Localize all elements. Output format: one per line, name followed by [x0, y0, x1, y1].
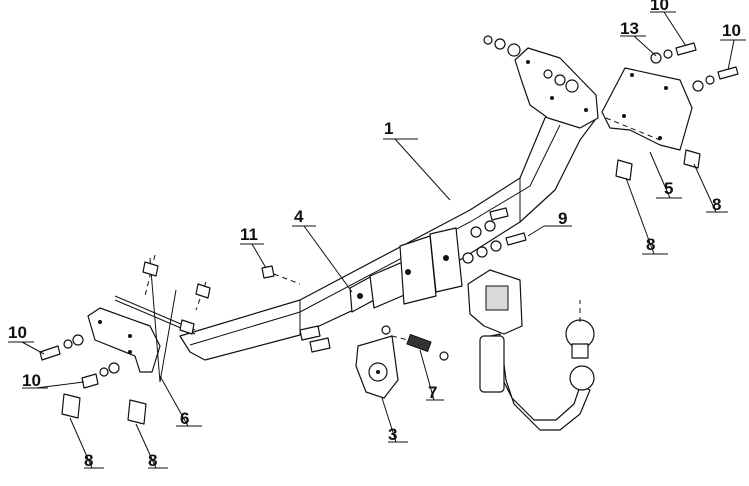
callout-10-left-a: 10 [8, 323, 27, 342]
callout-8-right-b: 8 [712, 195, 721, 214]
callout-6: 6 [180, 409, 189, 428]
callout-1: 1 [384, 119, 393, 138]
callout-8-right-a: 8 [646, 235, 655, 254]
callout-3: 3 [388, 425, 397, 444]
callout-10-right-b: 10 [722, 21, 741, 40]
socket-plate-part-3 [355, 335, 399, 399]
callout-labels: 1 3 4 5 6 7 8 8 8 8 9 10 10 10 10 11 13 [8, 0, 741, 470]
left-bracket-part-6 [87, 254, 211, 383]
right-bracket-part-5 [601, 67, 693, 151]
callout-5: 5 [664, 179, 673, 198]
callout-4: 4 [294, 207, 304, 226]
leader-lines [8, 11, 746, 469]
callout-9: 9 [558, 209, 567, 228]
centre-mount-part-4 [349, 227, 463, 313]
callout-10-right-a: 10 [650, 0, 669, 14]
callout-10-left-b: 10 [22, 371, 41, 390]
ball-neck [479, 300, 595, 431]
callout-8-left-b: 8 [148, 451, 157, 470]
callout-7: 7 [428, 383, 437, 402]
callout-11: 11 [240, 225, 258, 244]
callout-8-left-a: 8 [84, 451, 93, 470]
callout-13: 13 [620, 19, 639, 38]
crossbar-part-1 [179, 47, 599, 361]
fasteners [39, 35, 739, 425]
receiver-housing [467, 269, 523, 335]
spring-part-7 [391, 333, 432, 353]
